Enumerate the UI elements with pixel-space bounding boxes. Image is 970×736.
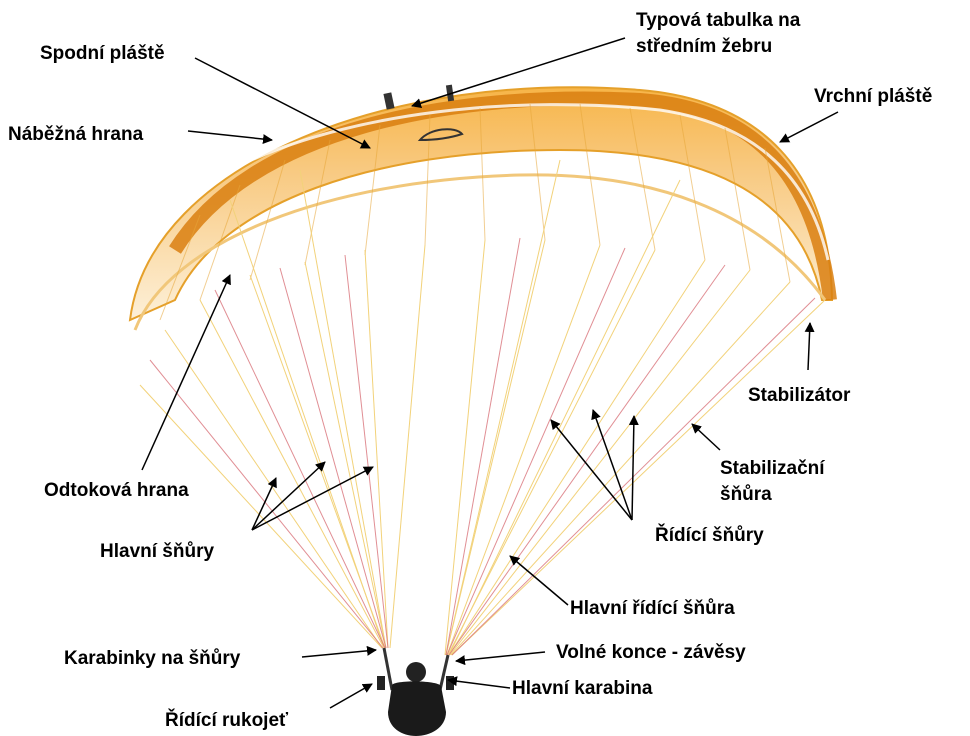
arrow-stabilizator [808, 323, 810, 370]
arrow-vrchni-plaste [780, 112, 838, 142]
label-ridici-snury: Řídící šňůry [655, 525, 764, 547]
label-spodni-plaste: Spodní pláště [40, 43, 165, 65]
arrow-ridici-3 [632, 416, 634, 520]
pilot-helmet [406, 662, 426, 682]
arrow-karabinky [302, 650, 376, 657]
canopy [130, 85, 832, 330]
label-odtokova-hrana: Odtoková hrana [44, 480, 189, 502]
handle-left [377, 676, 385, 690]
label-nabezna-hrana: Náběžná hrana [8, 124, 143, 146]
arrow-hlavni-2 [252, 462, 325, 530]
handle-right [446, 676, 454, 690]
arrow-volne-konce [456, 652, 545, 661]
arrow-nabezna-hrana [188, 131, 272, 140]
arrow-stabilizacni-snura [692, 424, 720, 450]
label-hlavni-ridici-snura: Hlavní řídící šňůra [570, 598, 735, 620]
pilot [377, 648, 454, 736]
label-hlavni-karabina: Hlavní karabina [512, 678, 652, 700]
label-stabilizacni-line2: šňůra [720, 484, 772, 506]
label-ridici-rukojet: Řídící rukojeť [165, 710, 288, 732]
arrow-hlavni-1 [252, 478, 276, 530]
lines-right-red [446, 238, 815, 655]
label-volne-konce: Volné konce - závěsy [556, 642, 746, 664]
arrow-ridici-2 [593, 410, 632, 520]
label-stabilizacni-line1: Stabilizační [720, 458, 825, 480]
pilot-body [388, 681, 446, 736]
label-typova-tabulka-line1: Typová tabulka na [636, 10, 800, 32]
riser-left [384, 648, 392, 690]
label-vrchni-plaste: Vrchní pláště [814, 86, 932, 108]
suspension-lines [140, 160, 825, 655]
label-hlavni-snury: Hlavní šňůry [100, 541, 214, 563]
arrow-ridici-rukojet [330, 684, 372, 708]
type-plate [383, 92, 394, 109]
label-karabinky-na-snury: Karabinky na šňůry [64, 648, 240, 670]
label-typova-tabulka-line2: středním žebru [636, 36, 772, 58]
arrow-hlavni-karabina [448, 680, 510, 688]
label-stabilizator: Stabilizátor [748, 385, 850, 407]
